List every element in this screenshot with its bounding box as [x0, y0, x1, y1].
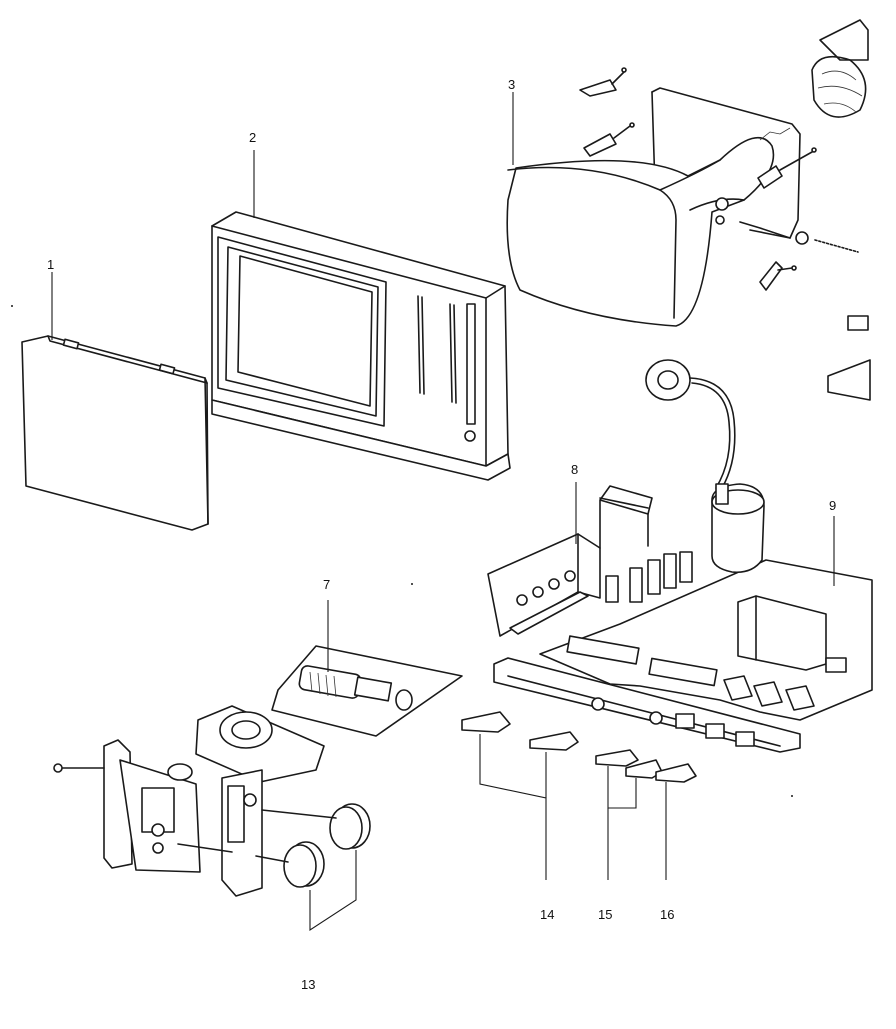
part-16-button [655, 763, 697, 783]
callout-16: 16 [660, 907, 675, 922]
tuner-mechanism [53, 705, 325, 897]
callout-9: 9 [829, 498, 837, 513]
leader-13 [309, 850, 357, 932]
part-14-buttons [461, 711, 579, 751]
callout-2: 2 [249, 130, 257, 145]
callout-8: 8 [571, 462, 579, 477]
part-3-picture-tube [506, 67, 859, 327]
leader-15 [607, 766, 637, 809]
part-13-knobs [255, 803, 371, 888]
speaker-with-cable [645, 359, 736, 489]
callout-15: 15 [598, 907, 613, 922]
part-1-cover-panel [21, 335, 209, 531]
part-7-tuner-board [271, 645, 463, 737]
callout-13: 13 [301, 977, 316, 992]
deflection-coil-partial [811, 19, 871, 401]
leader-14 [479, 734, 547, 880]
part-15-buttons [595, 749, 663, 779]
part-2-front-bezel [211, 211, 511, 481]
callout-7: 7 [323, 577, 331, 592]
callout-1: 1 [47, 257, 55, 272]
control-chassis-strip [493, 657, 801, 753]
part-9-main-board [539, 483, 873, 721]
callout-3: 3 [508, 77, 516, 92]
part-8-shield-bracket [487, 485, 653, 637]
callout-14: 14 [540, 907, 555, 922]
